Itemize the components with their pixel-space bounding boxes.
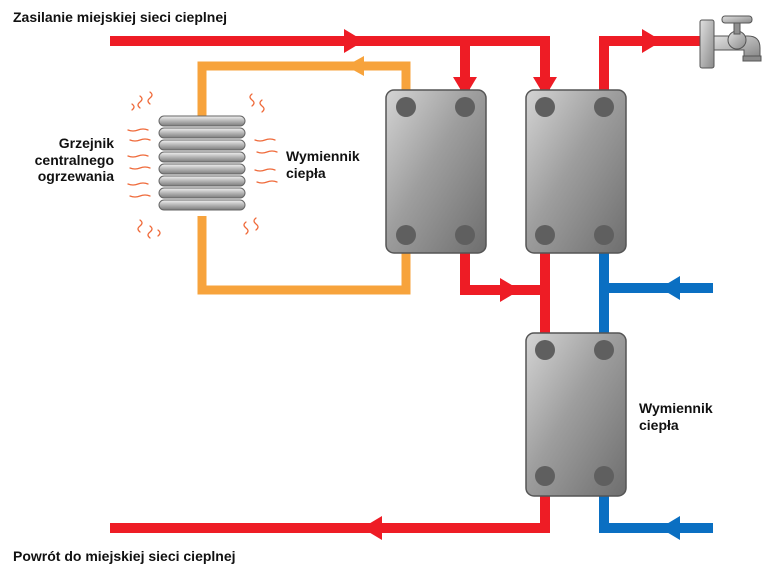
water-tap-icon — [699, 15, 762, 69]
exchanger-top-label: Wymiennik ciepła — [286, 148, 360, 181]
port-top-right — [455, 97, 475, 117]
cold-arrow-lower — [660, 516, 680, 540]
radiator-label-line-3: ogrzewania — [37, 168, 114, 185]
return-arrow — [362, 516, 382, 540]
heat-waves-icon — [127, 91, 278, 239]
dhw-outlet-pipe — [599, 36, 700, 103]
heat-exchanger-2 — [525, 89, 627, 254]
ch-pipe-top — [197, 61, 411, 118]
port-bottom-right — [594, 466, 614, 486]
merge-arrow — [500, 278, 520, 302]
heat-exchanger-1 — [385, 89, 487, 254]
supply-arrow — [344, 29, 364, 53]
port-top-right — [594, 340, 614, 360]
ch-pipe-bottom — [197, 216, 411, 295]
plate-heat-exchanger-icon — [525, 332, 627, 497]
radiator-label-line-1: Grzejnik — [58, 135, 114, 151]
radiator-label: Grzejnik centralnego ogrzewania — [14, 135, 114, 185]
dhw-arrow — [642, 29, 662, 53]
radiator-icon — [127, 91, 278, 239]
heat-exchanger-3 — [525, 332, 627, 497]
port-bottom-right — [594, 225, 614, 245]
exchanger-bottom-label-line-1: Wymiennik — [639, 400, 713, 416]
return-main-pipe — [110, 480, 550, 533]
cold-arrow-upper — [660, 276, 680, 300]
port-top-right — [594, 97, 614, 117]
branch1-arrow — [453, 77, 477, 97]
radiator-coils — [158, 115, 246, 211]
port-bottom-left — [396, 225, 416, 245]
port-top-left — [396, 97, 416, 117]
radiator-label-line-2: centralnego — [34, 151, 114, 168]
exchanger-bottom-label-line-2: ciepła — [639, 416, 679, 433]
port-top-left — [535, 97, 555, 117]
cold-arrows — [660, 276, 680, 540]
exchanger-bottom-label: Wymiennik ciepła — [639, 400, 713, 433]
central-heating-loop — [197, 61, 411, 295]
exchanger-top-label-line-2: ciepła — [286, 164, 326, 181]
port-bottom-right — [455, 225, 475, 245]
port-top-left — [535, 340, 555, 360]
ch-flow-arrow — [346, 56, 364, 76]
exchanger-top-label-line-1: Wymiennik — [286, 148, 360, 164]
hot-arrows — [344, 29, 662, 540]
port-bottom-left — [535, 466, 555, 486]
branch2-arrow — [533, 77, 557, 97]
plate-heat-exchanger-icon — [525, 89, 627, 254]
return-label: Powrót do miejskiej sieci cieplnej — [13, 548, 236, 564]
plate-heat-exchanger-icon — [385, 89, 487, 254]
supply-label: Zasilanie miejskiej sieci cieplnej — [13, 9, 228, 25]
port-bottom-left — [535, 225, 555, 245]
